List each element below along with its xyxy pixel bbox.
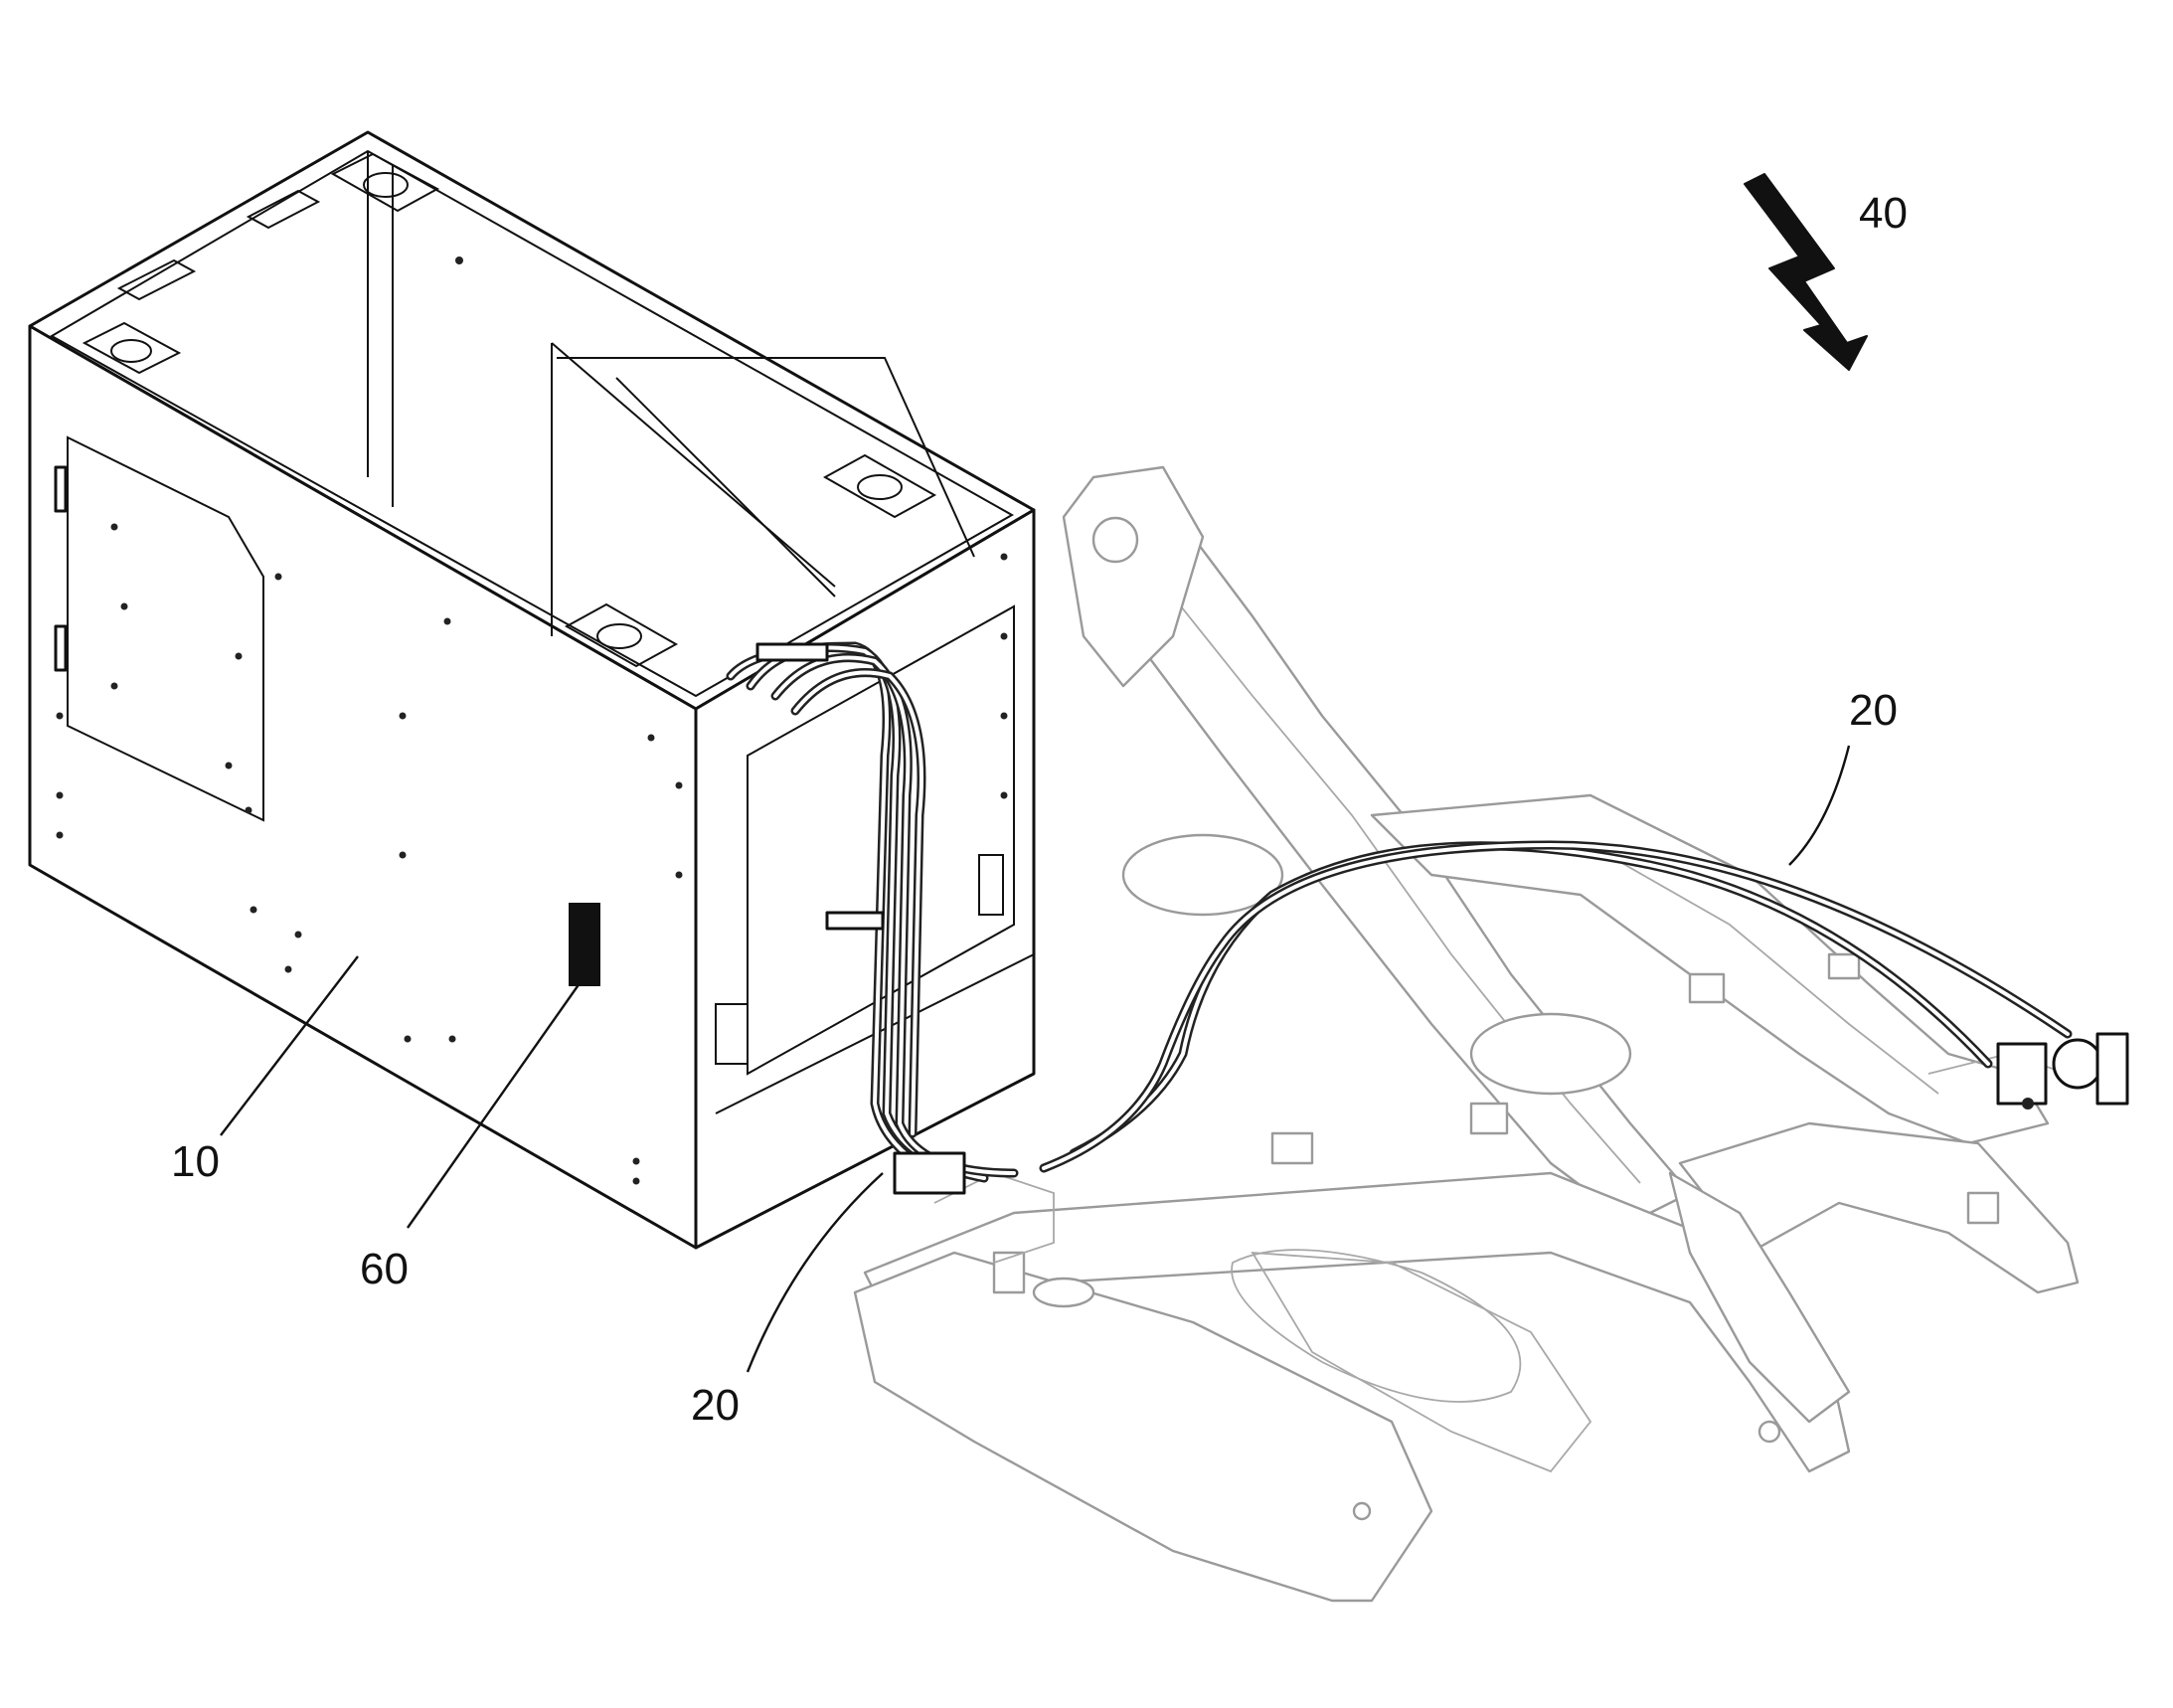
label-battery-box: 10 <box>171 1137 220 1186</box>
top-boss-back <box>330 152 440 213</box>
access-panel <box>67 435 264 822</box>
chassis-frame <box>853 465 2080 1603</box>
label-marking: 60 <box>360 1245 409 1293</box>
bolt-dots <box>56 256 1008 1185</box>
top-boss-left <box>82 321 182 375</box>
top-boss-front <box>564 602 679 668</box>
top-boss-right <box>822 453 937 519</box>
cable-clamp <box>825 911 885 931</box>
label-cable-lower: 20 <box>691 1381 740 1430</box>
leader-lines <box>220 745 1851 1373</box>
lightning-bolt-arrow-icon <box>1744 173 1868 371</box>
connector-unit <box>1996 1032 2129 1110</box>
label-arrow-symbol: 40 <box>1859 189 1908 238</box>
cable-bundle <box>726 641 2129 1195</box>
marking-block <box>569 903 600 986</box>
connector-block <box>893 1151 966 1195</box>
label-cable-upper: 20 <box>1849 686 1898 735</box>
